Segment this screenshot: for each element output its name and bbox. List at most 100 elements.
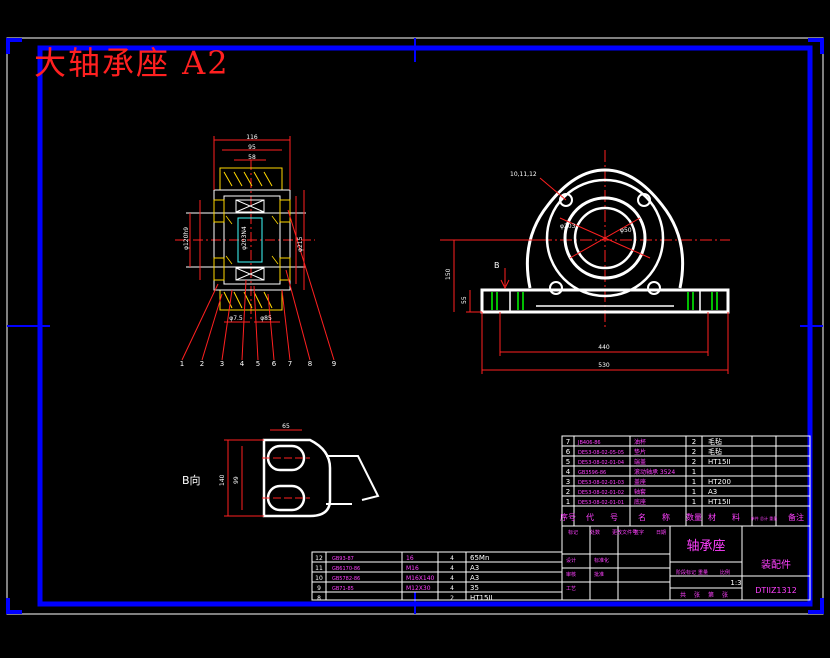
parts-row-number: 6	[566, 448, 571, 456]
balloon-number: 6	[272, 360, 277, 368]
title-block-label: 处数	[590, 529, 600, 536]
parts-row-qty: 4	[450, 585, 454, 592]
balloon-number: 3	[220, 360, 224, 368]
parts-header-cell: 号	[610, 513, 618, 522]
parts-row-name: 轴套	[634, 488, 646, 496]
front-view	[440, 150, 730, 374]
dimension-label: 95	[248, 144, 256, 151]
parts-row-qty: 2	[450, 595, 454, 602]
parts-row-code: GB71-85	[332, 586, 354, 592]
sheet-count-label: 共	[680, 591, 686, 599]
parts-row-qty: 2	[692, 448, 696, 456]
parts-row-number: 8	[317, 595, 321, 602]
parts-row-material: 毛毡	[708, 447, 722, 456]
parts-row-number: 3	[566, 478, 570, 486]
title-block-label: 重量	[698, 569, 708, 576]
sheet-count-label: 张	[722, 591, 728, 599]
parts-row-material: 65Mn	[470, 554, 489, 562]
dimension-label: 440	[598, 344, 610, 351]
dimension-label: 116	[246, 134, 258, 141]
parts-row-number: 11	[315, 565, 323, 572]
parts-row-name: 16	[406, 555, 414, 562]
drawing-type: 装配件	[761, 558, 791, 571]
parts-row-number: 5	[566, 458, 570, 466]
drawing-title: 大轴承座 A2	[34, 44, 230, 82]
balloon-number: 4	[240, 360, 245, 368]
title-block-label: 设计	[566, 557, 576, 564]
parts-row-code: GB5782-86	[332, 576, 360, 582]
parts-row-qty: 1	[692, 468, 696, 476]
parts-row-number: 9	[317, 585, 321, 592]
parts-row-qty: 4	[450, 555, 454, 562]
side-section-view	[175, 136, 335, 361]
parts-row-name: 底座	[634, 498, 646, 506]
parts-header-cell: 单件 总计 重量	[751, 515, 778, 521]
parts-row-qty: 1	[692, 498, 696, 506]
dimension-label: 58	[248, 154, 256, 161]
parts-row-number: 4	[566, 468, 571, 476]
dimension-label: φ203	[560, 223, 576, 230]
scale-value: 1:3	[730, 579, 741, 587]
parts-header-cell: 名	[638, 512, 646, 522]
dimension-label: φ203N4	[241, 226, 248, 250]
balloon-number: 5	[256, 360, 260, 368]
title-block-label: 标记	[568, 529, 578, 536]
callout-label: 10,11,12	[510, 171, 537, 178]
parts-row-qty: 2	[692, 458, 696, 466]
parts-row-name: M12X30	[406, 585, 431, 592]
balloon-number: 1	[180, 360, 184, 368]
parts-row-name: 端盖	[634, 458, 646, 466]
parts-row-material: A3	[708, 488, 717, 496]
dimension-label: φ85	[260, 315, 272, 322]
parts-row-code: DE53-08-02-05-05	[578, 450, 624, 456]
parts-row-qty: 1	[692, 478, 696, 486]
balloon-number: 2	[200, 360, 204, 368]
dimension-label: φ50	[620, 227, 632, 234]
title-block	[561, 525, 811, 601]
balloon-number: 9	[332, 360, 336, 368]
parts-row-code: DE53-08-02-01-04	[578, 460, 624, 466]
title-block-label: 签字	[634, 529, 644, 536]
parts-row-code: DE53-08-02-01-01	[578, 500, 624, 506]
parts-row-qty: 4	[450, 575, 454, 582]
parts-row-material: 35	[470, 584, 479, 592]
parts-header-cell: 材	[708, 512, 716, 522]
parts-row-number: 10	[315, 575, 323, 582]
parts-row-number: 2	[566, 488, 570, 496]
dimension-label: φ7.5	[229, 315, 243, 322]
drawing-number: DTIIZ1312	[755, 586, 797, 595]
parts-row-qty: 1	[692, 488, 696, 496]
dimension-label: φ120h9	[183, 227, 190, 250]
parts-row-name: 滚动轴承 3524	[634, 468, 675, 476]
sheet-count-label: 张	[694, 591, 700, 599]
part-name: 轴承座	[686, 539, 725, 554]
dimension-label: 530	[598, 362, 610, 369]
section-label: B	[494, 261, 500, 270]
dimension-label: 140	[219, 474, 226, 486]
parts-header-cell: 料	[732, 512, 740, 522]
parts-row-code: DE53-08-02-01-03	[578, 480, 624, 486]
parts-header-cell: 数量	[686, 512, 702, 522]
view-label: B向	[182, 473, 201, 487]
parts-row-name: 垫片	[634, 448, 646, 456]
sheet-count-label: 第	[708, 591, 714, 599]
title-block-label: 比例	[720, 569, 730, 576]
outer-border	[6, 37, 824, 615]
parts-row-code: GB93-87	[332, 556, 354, 562]
parts-row-material: HT15II	[708, 458, 731, 466]
title-block-label: 阶段标记	[676, 569, 696, 576]
parts-row-name: 油杯	[634, 438, 646, 446]
parts-row-name: M16X140	[406, 575, 435, 582]
parts-row-material: A3	[470, 574, 479, 582]
dimension-label: 99	[233, 476, 240, 484]
parts-row-number: 7	[566, 438, 570, 446]
parts-list-left	[311, 551, 563, 601]
parts-header-cell: 代	[586, 512, 594, 522]
title-block-label: 批准	[594, 571, 604, 578]
balloon-number: 7	[288, 360, 292, 368]
parts-row-material: HT15II	[708, 498, 731, 506]
parts-row-number: 1	[566, 498, 570, 506]
dimension-label: 55	[461, 296, 468, 304]
